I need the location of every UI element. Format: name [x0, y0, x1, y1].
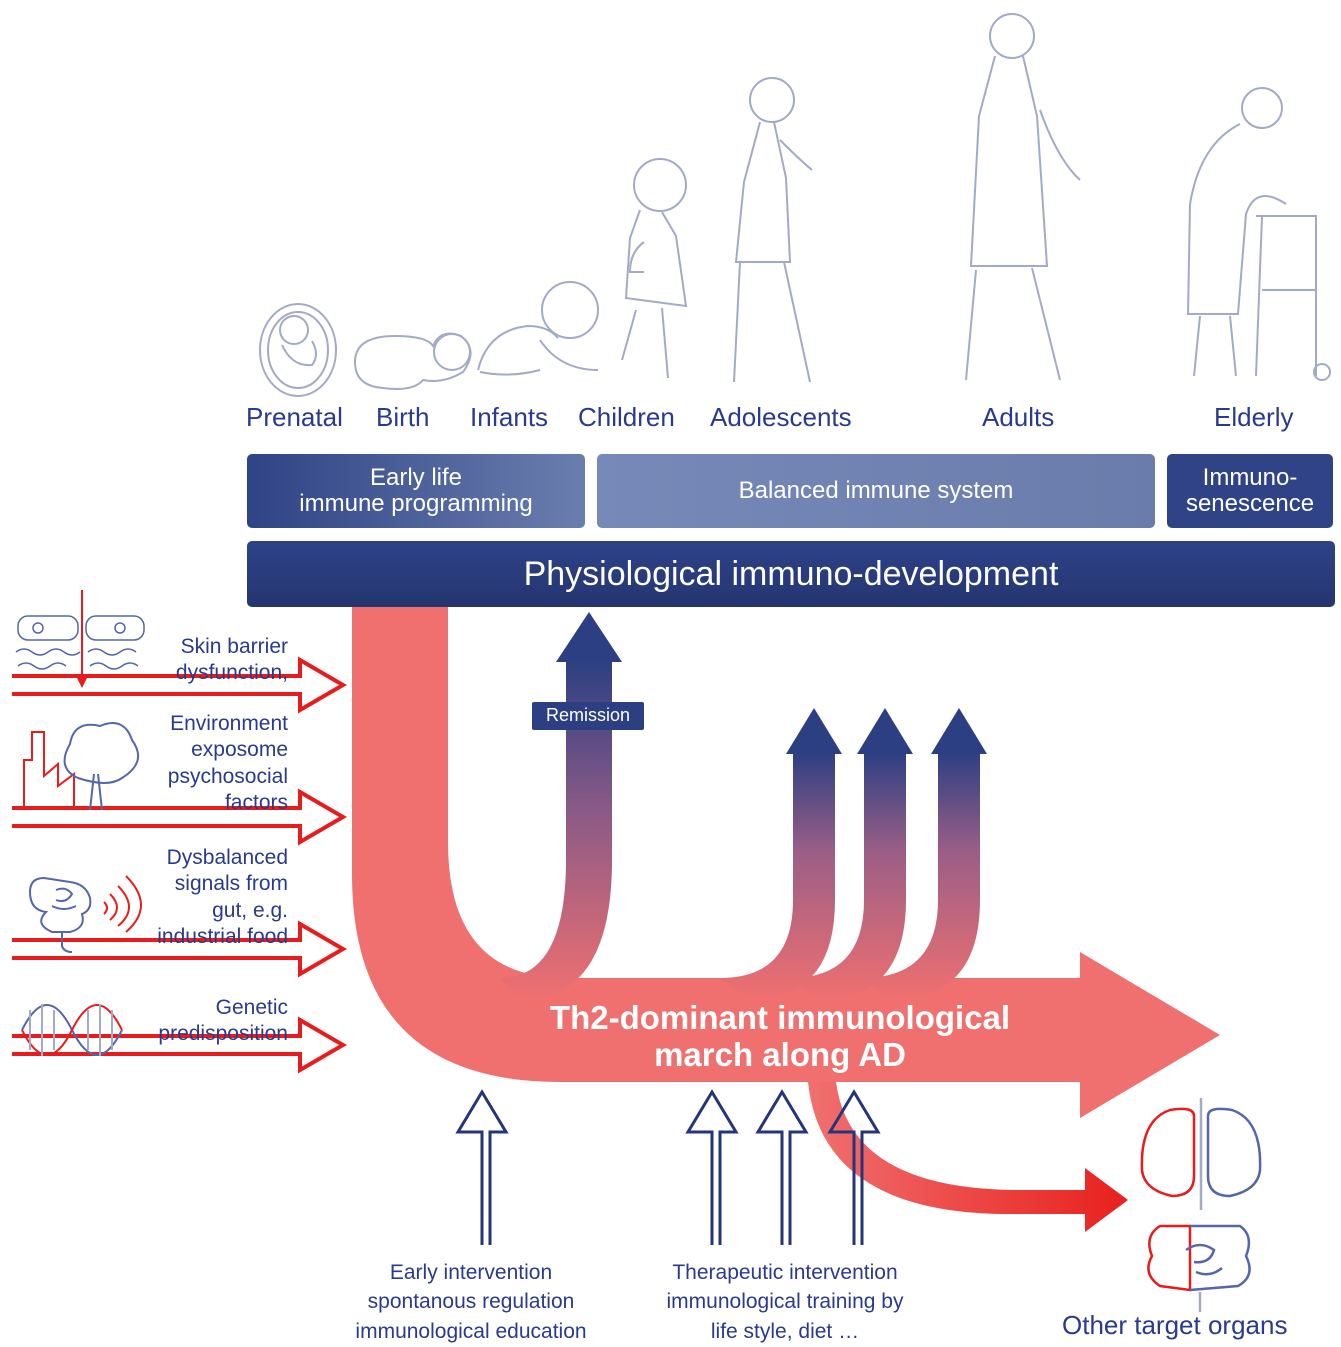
- phase-box-early-life: Early life immune programming: [247, 454, 585, 528]
- phase-senescence-line1: Immuno-: [1202, 464, 1298, 492]
- life-stage-figures: [259, 13, 1331, 397]
- stage-label-birth: Birth: [376, 402, 430, 432]
- factor-env-line1: Environment: [170, 712, 288, 735]
- newborn-icon: [353, 332, 472, 390]
- march-label: Th2-dominant immunological march along A…: [450, 999, 1110, 1074]
- remission-label: Remission: [532, 702, 644, 730]
- phase-box-balanced: Balanced immune system: [597, 454, 1155, 528]
- factor-gen-line1: Genetic: [215, 996, 288, 1019]
- factor-label-skin: Skin barrier dysfunction,: [176, 634, 288, 687]
- stage-label-prenatal: Prenatal: [246, 402, 343, 432]
- phase-box-senescence: Immuno- senescence: [1167, 454, 1333, 528]
- infant-icon: [477, 281, 599, 376]
- tree-icon: [63, 722, 140, 811]
- factory-icon: [23, 731, 75, 809]
- fetus-icon: [259, 303, 337, 397]
- remission-text: Remission: [545, 705, 631, 726]
- factor-gut-line4: industrial food: [157, 924, 288, 948]
- physiological-development-bar: Physiological immuno-development: [247, 541, 1335, 607]
- therapeutic-intervention-line1: Therapeutic intervention: [672, 1261, 898, 1284]
- factor-env-line2: exposome: [191, 738, 288, 762]
- factor-gut-line2: signals from: [174, 872, 288, 896]
- skin-penetration-arrow-icon: [76, 590, 88, 688]
- factor-env-line3: psychosocial: [167, 764, 288, 788]
- phase-senescence-line2: senescence: [1185, 490, 1315, 517]
- therapeutic-intervention-line2: immunological training by: [666, 1290, 904, 1314]
- factor-label-gut: Dysbalanced signals from gut, e.g. indus…: [157, 845, 288, 950]
- adolescent-icon: [733, 77, 813, 383]
- factor-label-environment: Environment exposome psychosocial factor…: [168, 711, 288, 816]
- stage-label-adolescents: Adolescents: [710, 402, 852, 432]
- factor-gen-line2: predisposition: [158, 1022, 288, 1046]
- stage-label-infants: Infants: [470, 402, 549, 432]
- remission-arrow: [500, 612, 622, 1000]
- early-intervention-line3: immunological education: [355, 1319, 587, 1343]
- child-icon: [621, 158, 688, 379]
- skin-barrier-icon: [15, 615, 145, 670]
- dna-helix-icon: [21, 1004, 123, 1056]
- lungs-icon: [1140, 1098, 1262, 1210]
- factor-gut-line3: gut, e.g.: [212, 898, 288, 922]
- signal-waves-icon: [103, 875, 142, 933]
- gut-icon: [28, 876, 92, 953]
- march-line2: march along AD: [654, 1035, 906, 1073]
- intervention-arrows: [455, 1089, 881, 1245]
- organ-arrow: [808, 1082, 1128, 1232]
- adult-icon: [965, 13, 1081, 381]
- therapy-up-arrows: [720, 708, 987, 1000]
- therapeutic-intervention-line3: life style, diet …: [710, 1319, 860, 1343]
- therapeutic-intervention-label: Therapeutic intervention immunological t…: [640, 1258, 930, 1346]
- factor-arrows: [12, 656, 347, 1074]
- phase-balanced-label: Balanced immune system: [738, 477, 1014, 505]
- other-target-organs-label: Other target organs: [1062, 1310, 1288, 1340]
- phase-early-line2: immune programming: [299, 490, 533, 517]
- intestine-icon: [1147, 1224, 1251, 1312]
- factor-env-line4: factors: [224, 790, 288, 814]
- stage-label-elderly: Elderly: [1214, 402, 1294, 432]
- factor-skin-line2: dysfunction,: [175, 661, 288, 685]
- factor-skin-line1: Skin barrier: [180, 635, 288, 658]
- th2-march-arrow: [352, 600, 1220, 1118]
- early-intervention-line2: spontanous regulation: [367, 1290, 575, 1314]
- factor-gut-line1: Dysbalanced: [166, 846, 288, 869]
- factor-label-genetic: Genetic predisposition: [158, 995, 288, 1048]
- early-intervention-label: Early intervention spontanous regulation…: [330, 1258, 612, 1346]
- early-intervention-line1: Early intervention: [389, 1261, 553, 1284]
- physiological-label: Physiological immuno-development: [523, 554, 1059, 593]
- stage-label-adults: Adults: [982, 402, 1055, 432]
- stage-label-children: Children: [578, 402, 675, 432]
- elderly-icon: [1186, 87, 1331, 381]
- march-line1: Th2-dominant immunological: [549, 999, 1011, 1036]
- phase-early-line1: Early life: [369, 464, 462, 492]
